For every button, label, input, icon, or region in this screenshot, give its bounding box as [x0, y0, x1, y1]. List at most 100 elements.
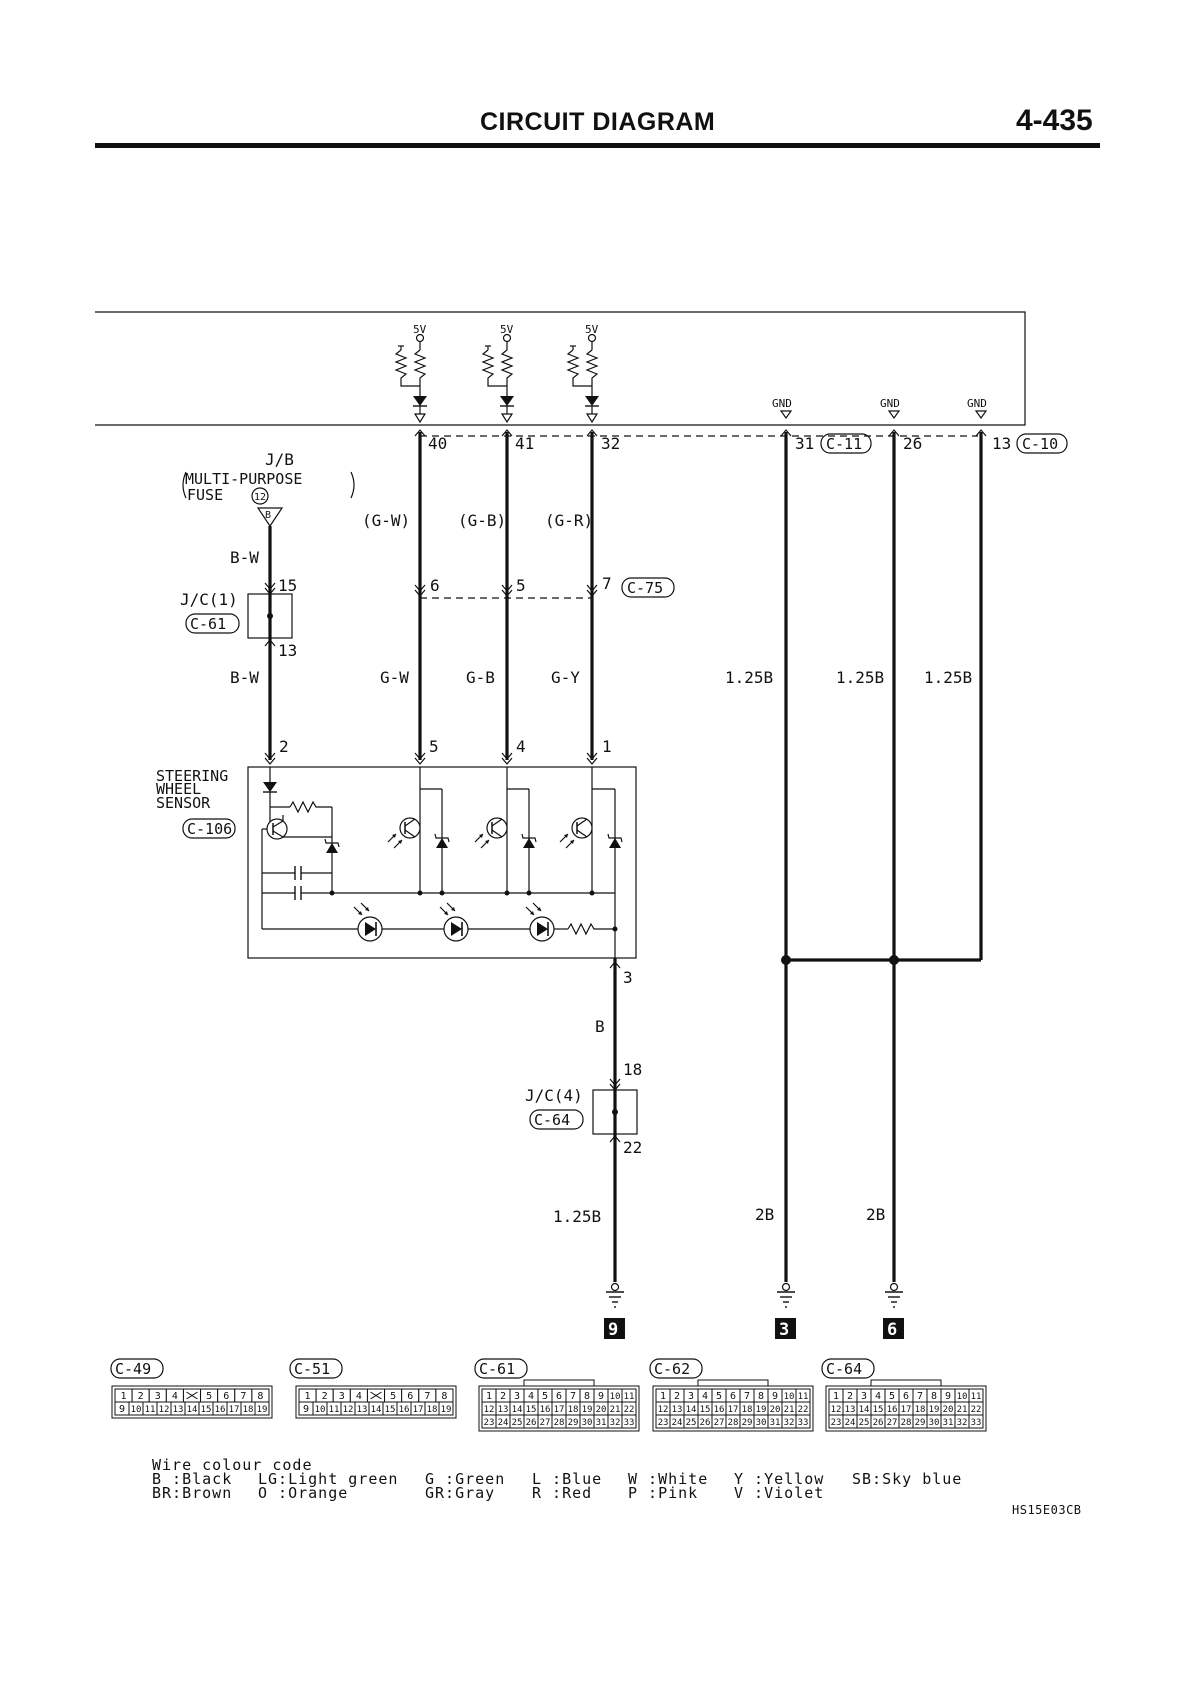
gnd-label-1: GND — [772, 397, 792, 410]
c62-pin-28: 28 — [728, 1418, 739, 1428]
jc1-pin-13: 13 — [278, 641, 297, 660]
c64-pin-14: 14 — [859, 1405, 870, 1415]
c61-pin-7: 7 — [570, 1391, 576, 1402]
c64-pin-10: 10 — [957, 1392, 968, 1402]
header-rule — [95, 143, 1100, 148]
pin-13: 13 — [992, 434, 1011, 453]
junction-block: J/B MULTI-PURPOSE FUSE 12 B — [182, 450, 355, 528]
c49-housing — [111, 1385, 273, 1419]
c62-pin-25: 25 — [686, 1418, 697, 1428]
jb-label: J/B — [265, 450, 294, 469]
c64-pin-20: 20 — [943, 1405, 954, 1415]
c61-pin-1: 1 — [486, 1391, 492, 1402]
c51-pin-13: 13 — [357, 1405, 368, 1415]
c61-pin-29: 29 — [568, 1418, 579, 1428]
c49-pin-6: 6 — [223, 1391, 229, 1402]
c49-pin-11: 11 — [145, 1405, 156, 1415]
c49-pin-15: 15 — [201, 1405, 212, 1415]
jc1-junction: J/C(1) C-61 15 13 — [180, 576, 297, 660]
sensor-label-2: WHEEL — [156, 780, 201, 798]
c75-pin-7: 7 — [602, 574, 612, 593]
c61-pin-5: 5 — [542, 1391, 548, 1402]
c61-latch — [523, 1379, 595, 1386]
conn-c75: C-75 — [627, 579, 663, 597]
c61-pin-9: 9 — [598, 1391, 604, 1402]
c62-pin-32: 32 — [784, 1418, 795, 1428]
resistor-icon — [289, 800, 332, 814]
c62-pin-33: 33 — [798, 1418, 809, 1428]
c61-pin-21: 21 — [610, 1405, 621, 1415]
c51-pin-15: 15 — [385, 1405, 396, 1415]
c51-pin-14: 14 — [371, 1405, 382, 1415]
c11-outline — [820, 433, 872, 454]
c49-pin-5: 5 — [206, 1391, 212, 1402]
c51-pin-17: 17 — [413, 1405, 424, 1415]
c64-pin-25: 25 — [859, 1418, 870, 1428]
c61-pin-12: 12 — [484, 1405, 495, 1415]
jb-fuse: FUSE — [187, 486, 223, 504]
c51-pin-10: 10 — [315, 1405, 326, 1415]
c61-pin-4: 4 — [528, 1391, 534, 1402]
c64-pin-28: 28 — [901, 1418, 912, 1428]
connector-c62-name: C-62 — [654, 1360, 690, 1378]
c64-pin-29: 29 — [915, 1418, 926, 1428]
c64-pin-3: 3 — [861, 1391, 867, 1402]
jc1-connector: C-61 — [190, 615, 226, 633]
supply-circuit-40: 5V — [395, 323, 428, 423]
c64-cell — [968, 1414, 984, 1429]
c64-pin-7: 7 — [917, 1391, 923, 1402]
sensor-pin-2: 2 — [279, 737, 289, 756]
legend-r: R :Red — [532, 1484, 593, 1502]
wire-label-gr-paren: (G-R) — [545, 511, 593, 530]
c64-housing — [825, 1385, 987, 1432]
c51-cell — [438, 1401, 454, 1416]
legend-w: W :White — [628, 1470, 709, 1488]
c51-housing — [295, 1385, 457, 1419]
supply-circuit-41: 5V — [482, 323, 515, 423]
c62-pin-9: 9 — [772, 1391, 778, 1402]
c64-pin-24: 24 — [845, 1418, 856, 1428]
c61-pin-28: 28 — [554, 1418, 565, 1428]
c51-pin-8: 8 — [441, 1391, 447, 1402]
c61-pin-3: 3 — [514, 1391, 520, 1402]
wire-label-125b-lower: 1.25B — [553, 1207, 601, 1226]
c61-pin-20: 20 — [596, 1405, 607, 1415]
c49-pin-3: 3 — [155, 1391, 161, 1402]
c61-pin-19: 19 — [582, 1405, 593, 1415]
c51-pin-9: 9 — [303, 1404, 309, 1415]
c62-pin-31: 31 — [770, 1418, 781, 1428]
wire-label-bw-bottom: B-W — [230, 668, 259, 687]
c49-pin-18: 18 — [243, 1405, 254, 1415]
wire-label-125b-1: 1.25B — [725, 668, 773, 687]
c64-pin-16: 16 — [887, 1405, 898, 1415]
wire-label-2b-2: 2B — [866, 1205, 885, 1224]
c75-pin-5: 5 — [516, 576, 526, 595]
c51-pin-18: 18 — [427, 1405, 438, 1415]
ground-6-icon — [884, 1282, 904, 1308]
c64-pin-11: 11 — [971, 1392, 982, 1402]
c62-pin-24: 24 — [672, 1418, 683, 1428]
c51-pin-16: 16 — [399, 1405, 410, 1415]
c64-pin-30: 30 — [929, 1418, 940, 1428]
wire-label-b: B — [595, 1017, 605, 1036]
c62-pin-3: 3 — [688, 1391, 694, 1402]
c49-cell — [254, 1401, 270, 1416]
ground-3-badge — [775, 1318, 796, 1339]
ecu-gnd-3: GND — [967, 397, 988, 420]
c62-pin-21: 21 — [784, 1405, 795, 1415]
transistor-icon — [266, 818, 288, 840]
c75-outline — [621, 577, 675, 598]
c64-pin-15: 15 — [873, 1405, 884, 1415]
c61-pin-27: 27 — [540, 1418, 551, 1428]
sensor-connector: C-106 — [187, 820, 232, 838]
c61-pin-31: 31 — [596, 1418, 607, 1428]
c75-pin-6: 6 — [430, 576, 440, 595]
c64-pin-33: 33 — [971, 1418, 982, 1428]
c61-pin-6: 6 — [556, 1391, 562, 1402]
conn-c10: C-10 — [1022, 435, 1058, 453]
sensor-pin-4: 4 — [516, 737, 526, 756]
legend-title: Wire colour code — [152, 1456, 313, 1474]
